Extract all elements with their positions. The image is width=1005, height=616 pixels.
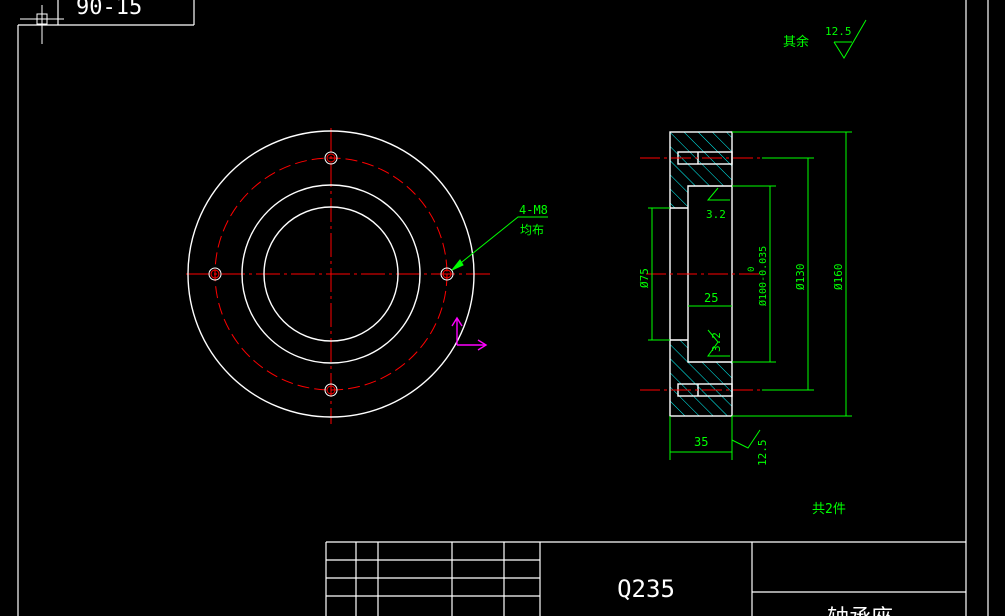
roughness-inner-bottom: 3.2 [710,332,723,352]
ucs-icon [451,316,488,351]
section-dimensions [648,131,852,460]
part-name-label: 轴承座 [827,606,893,616]
bore-circle [263,206,399,342]
roughness-rest-label: 其余 [783,34,809,50]
material-label: Q235 [617,575,675,603]
dim-depth: 25 [704,291,718,305]
dim-recess-tolerance-upper: 0 [747,267,757,272]
dim-bolt-circle: Ø130 [794,264,807,291]
dim-outer: Ø160 [832,264,845,291]
front-view [186,128,494,424]
roughness-face: 12.5 [756,440,769,467]
dim-width: 35 [694,435,708,449]
hole-callout-line2: 均布 [520,223,544,237]
roughness-inner-top: 3.2 [706,208,726,221]
section-hatch [670,132,732,416]
drawing-number: 90-15 [76,0,142,20]
title-block [325,541,966,616]
bolt-circle [214,157,448,391]
sheet-frame [17,0,989,616]
crosshair-cursor-icon [20,5,64,44]
hole-callout-leader [451,216,548,271]
recess-circle [241,184,421,364]
dim-recess: Ø100-0.035 [757,246,769,306]
hole-callout-line1: 4-M8 [519,203,548,217]
section-view [640,131,762,417]
roughness-symbol-icon [833,19,867,59]
outer-circle [187,130,475,418]
bolt-holes [208,151,454,397]
dim-bore: Ø75 [638,268,651,288]
roughness-rest-value: 12.5 [825,25,852,38]
quantity-note: 共2件 [812,502,846,517]
